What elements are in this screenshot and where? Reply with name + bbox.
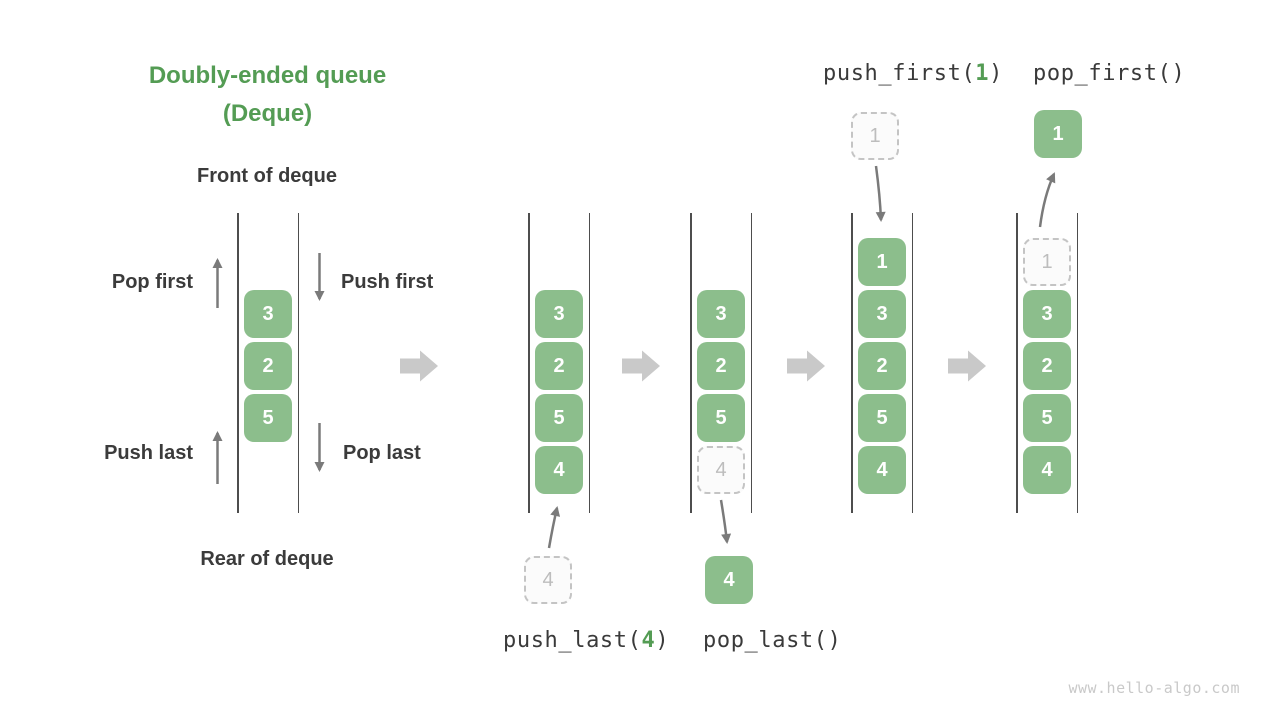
deque-wall-right <box>750 213 752 513</box>
deque-item-4: 4 <box>858 446 906 494</box>
push-first-label: Push first <box>341 271 434 293</box>
step-arrow-icon <box>787 350 825 382</box>
deque-wall-right <box>1076 213 1078 513</box>
deque-item-5: 5 <box>1023 394 1071 442</box>
deque-wall-left <box>851 213 853 513</box>
step-arrow-icon <box>622 350 660 382</box>
deque-item-3: 3 <box>244 290 292 338</box>
deque-item-2: 2 <box>535 342 583 390</box>
diagram-title: Doubly-ended queue (Deque) <box>100 57 435 133</box>
deque-item-5: 5 <box>244 394 292 442</box>
watermark: www.hello-algo.com <box>1068 679 1240 697</box>
deque-wall-right <box>297 213 299 513</box>
step-arrow-icon <box>400 350 438 382</box>
deque-item-5: 5 <box>535 394 583 442</box>
front-of-deque-label: Front of deque <box>197 165 337 187</box>
deque-wall-right <box>588 213 590 513</box>
deque-item-5: 5 <box>858 394 906 442</box>
deque-item-4: 4 <box>1023 446 1071 494</box>
code-text: push_last( <box>503 628 642 653</box>
deque-item-5: 5 <box>697 394 745 442</box>
deque-wall-left <box>237 213 239 513</box>
deque-wall-right <box>911 213 913 513</box>
push-first-insert-arrow-icon <box>874 165 886 222</box>
pop-last-removed-item: 4 <box>705 556 753 604</box>
code-arg: 4 <box>641 628 656 653</box>
deque-item-3: 3 <box>535 290 583 338</box>
deque-wall-left <box>690 213 692 513</box>
pop-first-label: Pop first <box>111 271 193 293</box>
pop-last-label: Pop last <box>343 442 421 464</box>
push-last-code-label: push_last(4) <box>503 628 669 654</box>
deque-item-2: 2 <box>858 342 906 390</box>
deque-item-4: 4 <box>535 446 583 494</box>
code-text: ) <box>655 628 670 653</box>
pop-first-removed-item: 1 <box>1034 110 1082 158</box>
deque-item-2: 2 <box>697 342 745 390</box>
push-last-new-item: 4 <box>524 556 572 604</box>
pop-first-code-label: pop_first() <box>1033 61 1185 87</box>
deque-item-2: 2 <box>244 342 292 390</box>
code-arg: 1 <box>975 61 990 86</box>
code-text: pop_last() <box>703 628 842 653</box>
push-last-insert-arrow-icon <box>547 506 561 549</box>
title-line2: (Deque) <box>222 100 313 127</box>
deque-item-3: 3 <box>858 290 906 338</box>
rear-of-deque-label: Rear of deque <box>200 548 334 570</box>
pop-last-code-label: pop_last() <box>703 628 841 654</box>
deque-wall-left <box>1016 213 1018 513</box>
code-text: push_first( <box>823 61 976 86</box>
deque-item-3: 3 <box>697 290 745 338</box>
code-text: pop_first() <box>1033 61 1186 86</box>
deque-item-3: 3 <box>1023 290 1071 338</box>
step-arrow-icon <box>948 350 986 382</box>
push-last-label: Push last <box>104 442 193 464</box>
push-first-code-label: push_first(1) <box>823 61 1003 87</box>
deque-item-2: 2 <box>1023 342 1071 390</box>
deque-item-1: 1 <box>1023 238 1071 286</box>
title-line1: Doubly-ended queue <box>148 62 387 89</box>
push-first-new-item: 1 <box>851 112 899 160</box>
deque-item-1: 1 <box>858 238 906 286</box>
deque-item-4: 4 <box>697 446 745 494</box>
code-text: ) <box>989 61 1004 86</box>
deque-wall-left <box>528 213 530 513</box>
